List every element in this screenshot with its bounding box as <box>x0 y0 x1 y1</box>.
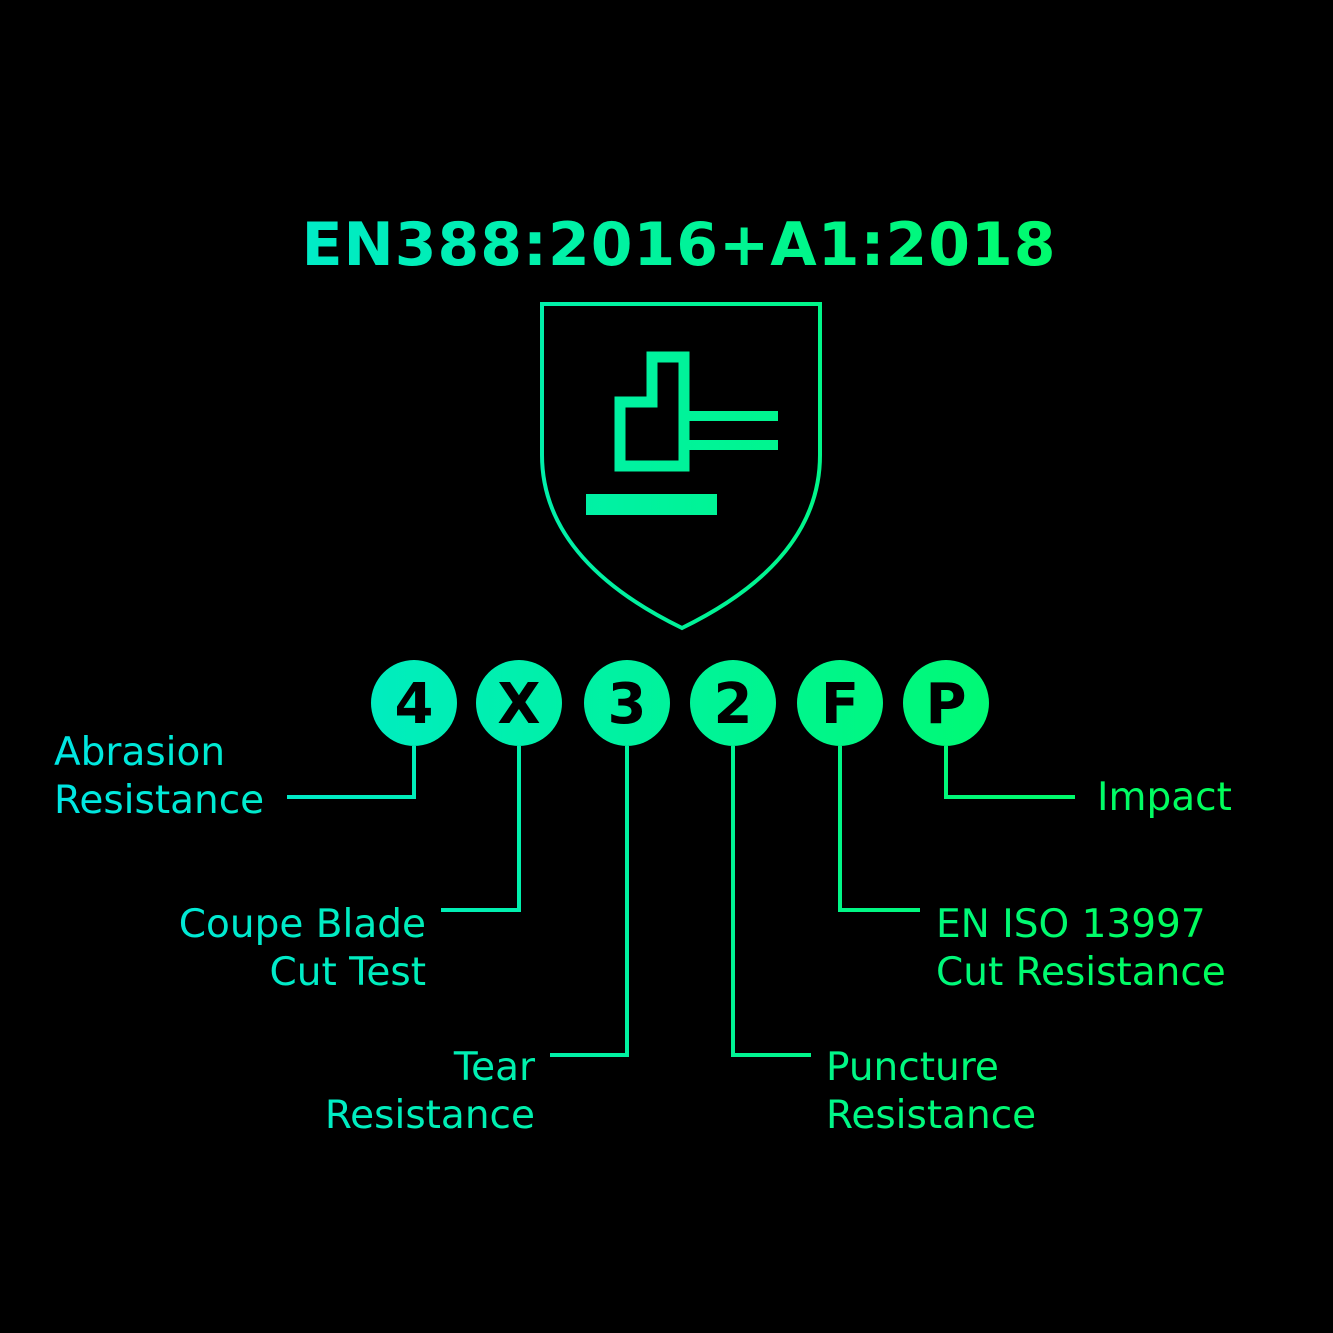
rating-circle-5: F <box>797 660 883 746</box>
rating-label-line: Tear <box>453 1045 536 1090</box>
rating-label-line: Puncture <box>826 1045 999 1090</box>
rating-circle-2: X <box>476 660 562 746</box>
leader-line-2 <box>441 746 521 912</box>
rating-circle-shape <box>476 660 562 746</box>
rating-label-line: Cut Resistance <box>936 950 1226 995</box>
leader-line-5 <box>838 746 920 912</box>
rating-label-line: Coupe Blade <box>179 902 426 947</box>
rating-circle-shape <box>371 660 457 746</box>
shield-hammer-glove-icon <box>540 302 822 631</box>
rating-circle-4: 2 <box>690 660 776 746</box>
rating-value: 3 <box>608 672 647 737</box>
rating-circle-6: P <box>903 660 989 746</box>
leader-line-4 <box>731 746 811 1057</box>
base-bar <box>586 494 717 515</box>
leader-line-3 <box>550 746 629 1057</box>
rating-value: F <box>821 672 859 737</box>
rating-circle-3: 3 <box>584 660 670 746</box>
leader-lines <box>287 746 1075 1057</box>
leader-line-6 <box>944 746 1075 799</box>
rating-circle-shape <box>903 660 989 746</box>
rating-value: P <box>925 672 966 737</box>
hammer-handle-top <box>684 411 778 421</box>
rating-label-line: Resistance <box>325 1093 535 1138</box>
standard-title: EN388:2016+A1:2018 <box>302 210 1057 280</box>
rating-circle-1: 4 <box>371 660 457 746</box>
shield-outline <box>540 302 822 631</box>
rating-label-line: EN ISO 13997 <box>936 902 1206 947</box>
rating-value: X <box>497 672 540 737</box>
hammer-handle-bottom <box>684 440 778 450</box>
leader-line-1 <box>287 746 416 799</box>
rating-value: 2 <box>714 672 753 737</box>
rating-value: 4 <box>395 672 434 737</box>
rating-circle-shape <box>797 660 883 746</box>
rating-circle-shape <box>690 660 776 746</box>
rating-label-line: Resistance <box>54 778 264 823</box>
rating-label-line: Impact <box>1097 775 1232 820</box>
rating-circle-shape <box>584 660 670 746</box>
rating-label-line: Cut Test <box>270 950 426 995</box>
rating-label-line: Resistance <box>826 1093 1036 1138</box>
rating-label-6: Impact <box>1097 775 1232 820</box>
glove-shape <box>614 351 690 472</box>
rating-label-line: Abrasion <box>54 730 225 775</box>
